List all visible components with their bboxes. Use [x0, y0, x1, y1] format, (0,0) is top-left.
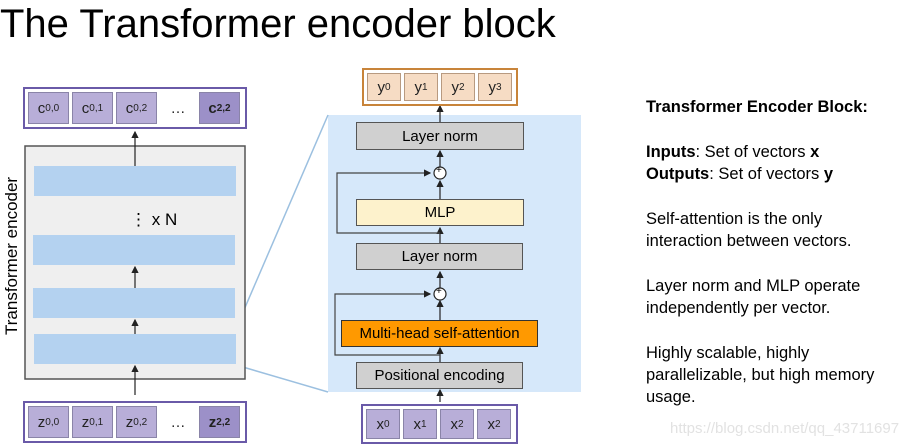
- token-ellipsis: …: [170, 99, 186, 117]
- side-para1-line1: Self-attention is the only: [646, 210, 823, 228]
- repeat-n-label: ⋮ x N: [130, 210, 178, 229]
- slide-title: The Transformer encoder block: [0, 2, 556, 46]
- add-symbol-2: +: [436, 165, 442, 176]
- side-heading: Transformer Encoder Block:: [646, 98, 868, 116]
- layer-norm-top: Layer norm: [356, 122, 524, 150]
- encoder-vertical-label: Transformer encoder: [2, 176, 21, 335]
- side-para2-line1: Layer norm and MLP operate: [646, 277, 861, 295]
- side-para2-line2: independently per vector.: [646, 299, 831, 317]
- encoder-layer-3: [33, 288, 235, 318]
- side-para3-line2: parallelizable, but high memory: [646, 366, 875, 384]
- side-para3-line3: usage.: [646, 388, 696, 406]
- zoom-connector-top: [233, 114, 329, 334]
- side-inputs-line: Inputs: Set of vectors x: [646, 143, 820, 161]
- encoder-layer-1: [34, 166, 236, 196]
- zoom-connector-bottom: [235, 364, 329, 393]
- side-para3-line1: Highly scalable, highly: [646, 344, 810, 362]
- layer-norm-mid: Layer norm: [356, 243, 523, 270]
- multi-head-attention-box: Multi-head self-attention: [341, 320, 538, 347]
- positional-encoding-box: Positional encoding: [356, 362, 523, 389]
- side-outputs-line: Outputs: Set of vectors y: [646, 165, 834, 183]
- residual-connection-mlp: [336, 169, 440, 234]
- side-para1-line2: interaction between vectors.: [646, 232, 852, 250]
- encoder-layer-4: [34, 334, 236, 364]
- watermark: https://blog.csdn.net/qq_43711697: [670, 420, 900, 437]
- mlp-box: MLP: [356, 199, 524, 226]
- residual-connection-attention: [334, 290, 440, 356]
- encoder-layer-2: [33, 235, 235, 265]
- add-symbol-1: +: [436, 286, 442, 297]
- token-ellipsis: …: [170, 413, 186, 431]
